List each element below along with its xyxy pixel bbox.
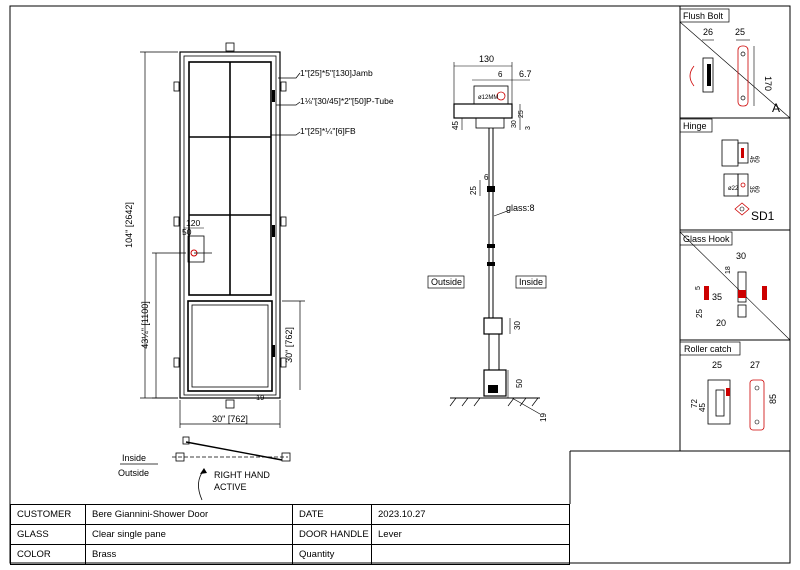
swing-label-2: ACTIVE: [214, 482, 247, 492]
door-handle-value: Lever: [371, 524, 570, 545]
sec-dim-19: 19: [539, 413, 548, 422]
color-label: COLOR: [10, 544, 86, 565]
hinge-dim-60b: 60: [753, 186, 759, 193]
door-handle-label: DOOR HANDLE: [292, 524, 372, 545]
hinge-code: SD1: [751, 209, 775, 223]
title-block: CUSTOMER Bere Giannini-Shower Door DATE …: [10, 504, 570, 565]
glass-hook-dim-5: 5: [695, 286, 702, 290]
detail-flush-bolt: Flush Bolt 26 25 170 A: [679, 8, 791, 119]
sec-dim-30: 30: [511, 120, 518, 128]
label-flat-bar: 1"[25]*¼"[6]FB: [300, 126, 356, 136]
sec-glass: glass:8: [506, 203, 535, 213]
label-jamb: 1"[25]*5"[130]Jamb: [300, 68, 373, 78]
flush-bolt-title: Flush Bolt: [683, 11, 724, 21]
door-inner-frame: [183, 55, 277, 396]
plan-view: Inside Outside RIGHT HAND ACTIVE: [118, 436, 291, 501]
hinge-dim-45: 45: [748, 156, 754, 163]
dim-handle-height: 43¼" [1100]: [140, 301, 150, 349]
sec-dim-6b: 6: [484, 173, 489, 182]
lower-panel: [187, 300, 273, 392]
glass-hook-title: Glass Hook: [683, 234, 730, 244]
detail-glass-hook: Glass Hook 30 5 18 35 25 20: [679, 231, 791, 341]
sec-dim-25b: 25: [469, 186, 478, 195]
quantity-value: [371, 544, 570, 565]
glass-hook-dim-35: 35: [712, 292, 722, 302]
detail-hinge: Hinge 45 60 35 60 ø22 SD1: [679, 118, 790, 231]
sec-inside-label: Inside: [519, 277, 543, 287]
door-handle: [187, 235, 205, 263]
roller-catch-dim-25: 25: [712, 360, 722, 370]
sec-dim-45: 45: [451, 121, 460, 130]
sec-dim-130: 130: [479, 54, 494, 64]
sec-dim-25: 25: [518, 110, 525, 118]
door-leaf-plan: [185, 441, 283, 461]
dim-handle-50: 50: [182, 227, 192, 237]
date-label: DATE: [292, 504, 372, 525]
door-outer-frame: [179, 51, 281, 399]
sec-hole: ø12MM: [478, 95, 498, 101]
sec-dim-6: 6: [498, 70, 503, 79]
hinge-dim-60: 60: [753, 156, 759, 163]
detail-roller-catch: Roller catch 25 27 72 45 85: [679, 341, 778, 431]
color-value: Brass: [85, 544, 293, 565]
flush-bolt-dim-26: 26: [703, 27, 713, 37]
flush-bolt-dim-25: 25: [735, 27, 745, 37]
dim-bottom-gap: 19: [256, 393, 264, 402]
hinge-title: Hinge: [683, 121, 707, 131]
hinge-dim-22: ø22: [728, 186, 739, 192]
glass-value: Clear single pane: [85, 524, 293, 545]
customer-value: Bere Giannini-Shower Door: [85, 504, 293, 525]
plan-inside-label: Inside: [122, 453, 146, 463]
sheet-border: [9, 5, 791, 564]
roller-catch-dim-85: 85: [768, 394, 778, 404]
customer-label: CUSTOMER: [10, 504, 86, 525]
glass-hook-dim-30: 30: [736, 251, 746, 261]
date-value: 2023.10.27: [371, 504, 570, 525]
glass-hook-dim-18: 18: [725, 266, 732, 274]
plan-outside-label: Outside: [118, 468, 149, 478]
label-p-tube: 1⅛"[30/45]*2"[50]P-Tube: [300, 96, 394, 106]
swing-label: RIGHT HAND: [214, 470, 270, 480]
sec-dim-30b: 30: [513, 321, 522, 330]
flush-bolt-dim-170: 170: [763, 76, 773, 91]
glass-hook-dim-20: 20: [716, 318, 726, 328]
dim-width: 30" [762]: [212, 414, 248, 424]
dim-height: 104" [2642]: [124, 202, 134, 248]
roller-catch-title: Roller catch: [684, 344, 732, 354]
section-view: 130 6 6.7 ø12MM 45 30 25 3 25 6 glass:8 …: [427, 54, 548, 422]
sec-dim-6-7: 6.7: [519, 69, 532, 79]
hinge-dim-35: 35: [748, 186, 754, 193]
glass-hook-dim-25: 25: [695, 309, 704, 318]
roller-catch-dim-45: 45: [698, 403, 707, 412]
detail-column: [679, 5, 791, 452]
sec-outside-label: Outside: [431, 277, 462, 287]
roller-catch-dim-72: 72: [690, 399, 699, 408]
door-elevation: 1"[25]*5"[130]Jamb 1⅛"[30/45]*2"[50]P-Tu…: [124, 42, 394, 428]
quantity-label: Quantity: [292, 544, 372, 565]
dim-lower-panel: 30" [762]: [284, 327, 294, 363]
flush-bolt-marker: A: [772, 101, 780, 115]
sec-dim-50: 50: [515, 379, 524, 388]
roller-catch-dim-27: 27: [750, 360, 760, 370]
glass-label: GLASS: [10, 524, 86, 545]
dim-handle-120: 120: [186, 218, 200, 228]
sec-dim-3: 3: [525, 126, 532, 130]
